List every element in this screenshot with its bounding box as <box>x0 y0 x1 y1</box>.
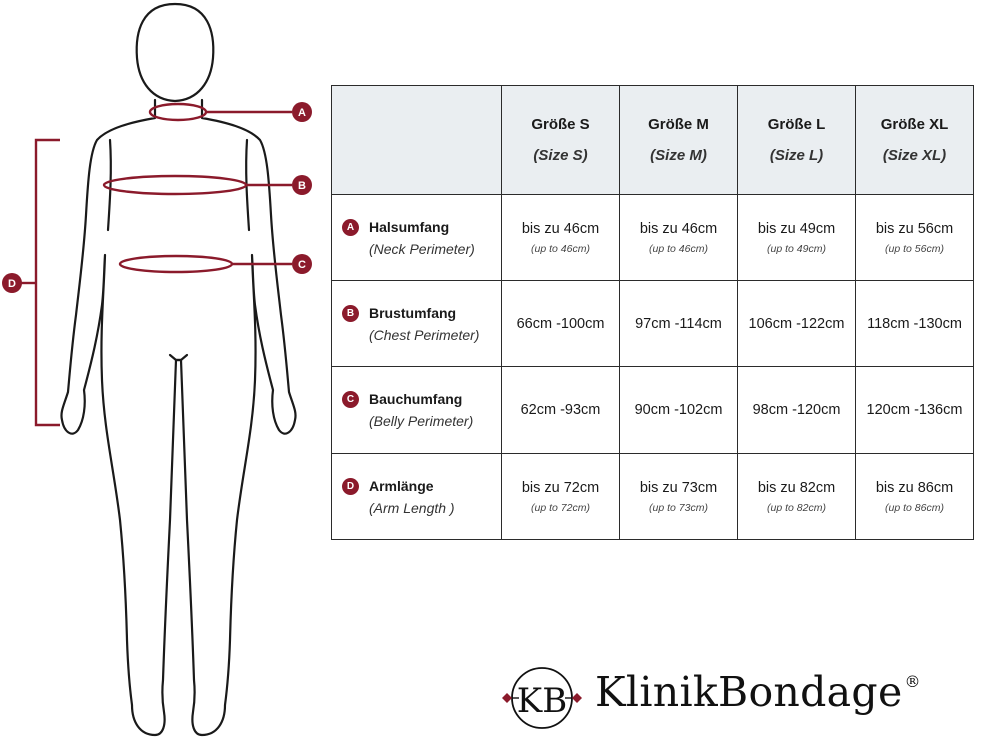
svg-text:D: D <box>8 278 16 290</box>
size-label: Größe L <box>767 116 826 133</box>
table-row-chest: B Brustumfang (Chest Perimeter) 66cm -10… <box>331 280 974 367</box>
figure-crotch <box>168 353 189 362</box>
table-cell: bis zu 82cm(up to 82cm) <box>737 453 856 540</box>
table-row-belly: C Bauchumfang (Belly Perimeter) 62cm -93… <box>331 366 974 454</box>
row-label-en: (Chest Perimeter) <box>369 326 480 343</box>
table-cell: 118cm -130cm <box>855 280 974 367</box>
figure-head <box>135 2 215 103</box>
marker-c: C <box>292 254 312 274</box>
size-chart-table: Größe S (Size S) Größe M (Size M) Größe … <box>331 85 974 540</box>
table-header-row: Größe S (Size S) Größe M (Size M) Größe … <box>331 85 974 195</box>
column-header-size-l: Größe L (Size L) <box>737 85 856 195</box>
table-cell: bis zu 73cm(up to 73cm) <box>619 453 738 540</box>
row-label-en: (Neck Perimeter) <box>369 240 475 257</box>
marker-d: D <box>2 273 22 293</box>
body-figure: A B C D <box>2 2 312 737</box>
marker-badge-a: A <box>342 218 359 236</box>
row-label-en: (Arm Length ) <box>369 499 455 516</box>
logo-monogram-icon: KB <box>502 667 582 729</box>
table-cell: 106cm -122cm <box>737 280 856 367</box>
figure-left-armpit <box>106 138 112 232</box>
marker-a: A <box>292 102 312 122</box>
size-label-en: (Size L) <box>769 147 824 164</box>
row-label-en: (Belly Perimeter) <box>369 413 474 429</box>
size-label-en: (Size M) <box>650 147 707 164</box>
belly-measure-line <box>118 254 234 274</box>
table-cell: 90cm -102cm <box>619 366 738 454</box>
size-label: Größe M <box>648 116 709 133</box>
row-label: Halsumfang <box>369 218 450 235</box>
svg-text:B: B <box>298 180 306 192</box>
table-cell: bis zu 46cm(up to 46cm) <box>501 194 620 281</box>
neck-measure-line <box>148 102 208 122</box>
chest-measure-line <box>102 174 248 196</box>
column-header-size-m: Größe M (Size M) <box>619 85 738 195</box>
table-cell: bis zu 46cm(up to 46cm) <box>619 194 738 281</box>
svg-text:A: A <box>298 107 306 119</box>
row-header-chest: B Brustumfang (Chest Perimeter) <box>331 280 502 367</box>
table-cell: 98cm -120cm <box>737 366 856 454</box>
row-header-arm: D Armlänge (Arm Length ) <box>331 453 502 540</box>
table-cell: bis zu 49cm(up to 49cm) <box>737 194 856 281</box>
table-cell: 97cm -114cm <box>619 280 738 367</box>
row-label: Armlänge <box>369 477 434 494</box>
arm-length-bracket <box>34 138 60 427</box>
table-cell: bis zu 86cm(up to 86cm) <box>855 453 974 540</box>
size-label-en: (Size XL) <box>882 147 947 164</box>
size-label-en: (Size S) <box>533 147 588 164</box>
size-label: Größe S <box>531 116 590 133</box>
marker-badge-b: B <box>342 304 359 322</box>
svg-text:C: C <box>298 259 306 271</box>
brand-logo: KB KlinikBondage® <box>497 662 957 734</box>
table-cell: 62cm -93cm <box>501 366 620 454</box>
marker-badge-c: C <box>342 391 359 408</box>
brand-name: KlinikBondage® <box>595 668 921 716</box>
table-row-arm: D Armlänge (Arm Length ) bis zu 72cm(up … <box>331 453 974 540</box>
table-row-neck: A Halsumfang (Neck Perimeter) bis zu 46c… <box>331 194 974 281</box>
table-cell: bis zu 72cm(up to 72cm) <box>501 453 620 540</box>
row-label: Bauchumfang <box>369 391 463 407</box>
table-cell: 66cm -100cm <box>501 280 620 367</box>
registered-mark: ® <box>904 672 921 691</box>
marker-badge-d: D <box>342 477 359 495</box>
column-header-size-s: Größe S (Size S) <box>501 85 620 195</box>
table-cell: 120cm -136cm <box>855 366 974 454</box>
column-header-size-xl: Größe XL (Size XL) <box>855 85 974 195</box>
row-label: Brustumfang <box>369 304 457 321</box>
svg-text:KB: KB <box>517 681 567 721</box>
figure-body-outline <box>60 98 297 737</box>
table-cell: bis zu 56cm(up to 56cm) <box>855 194 974 281</box>
row-header-belly: C Bauchumfang (Belly Perimeter) <box>331 366 502 454</box>
row-header-neck: A Halsumfang (Neck Perimeter) <box>331 194 502 281</box>
size-label: Größe XL <box>880 116 949 133</box>
marker-b: B <box>292 175 312 195</box>
table-corner-cell <box>331 85 502 195</box>
